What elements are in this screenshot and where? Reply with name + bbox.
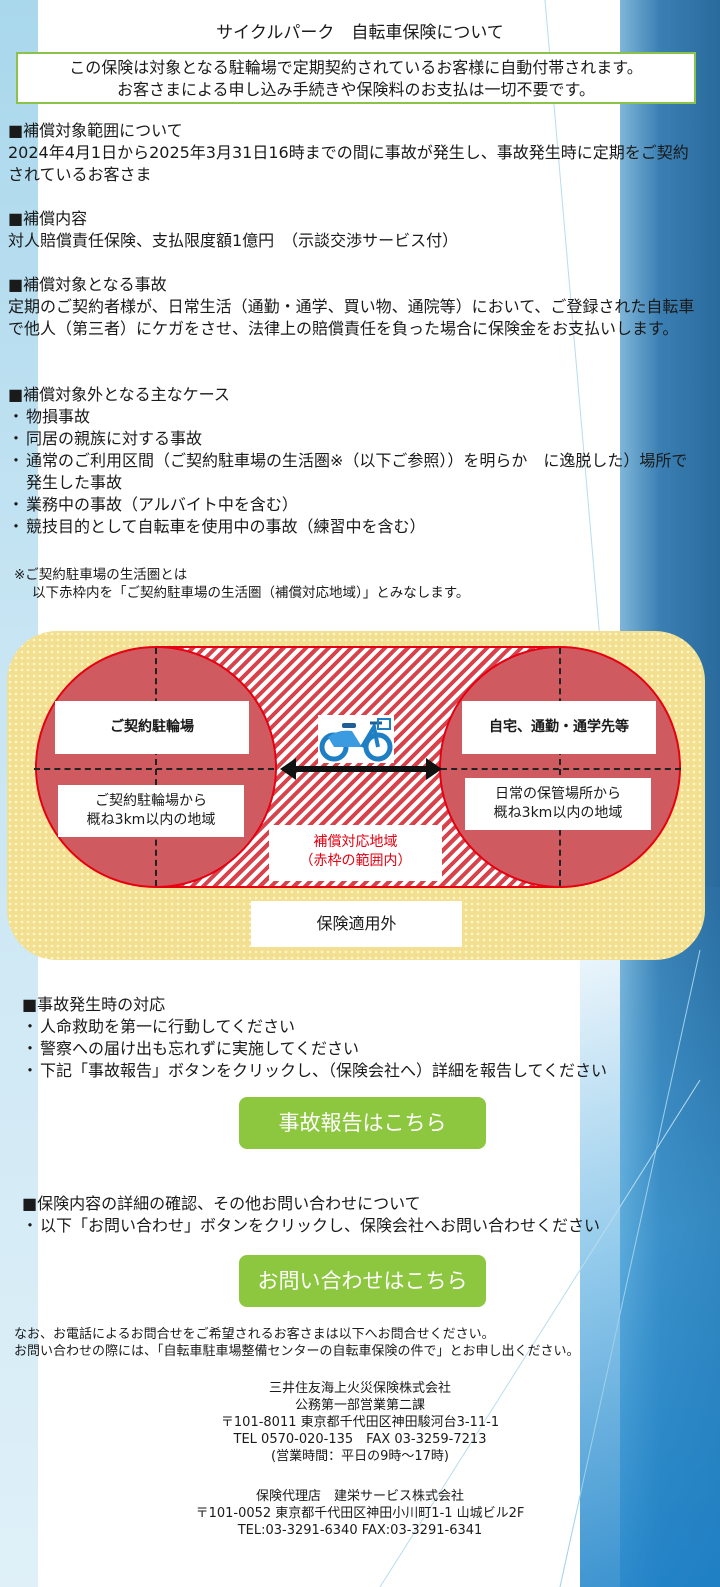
right-decor-gradient (580, 887, 720, 1587)
coverage-content-body: 対人賠償責任保険、支払限度額1億円 （示談交渉サービス付） (8, 231, 459, 250)
outside-coverage-label: 保険適用外 (251, 901, 462, 947)
covered-accidents-body: 定期のご契約者様が、日常生活（通勤・通学、買い物、通院等）において、ご登録された… (8, 297, 695, 338)
covered-accidents-heading: ■補償対象となる事故 (8, 275, 167, 294)
accident-response-section: ■事故発生時の対応 人命救助を第一に行動してください 警察への届け出も忘れずに実… (22, 994, 712, 1082)
list-item: 下記「事故報告」ボタンをクリックし、（保険会社へ）詳細を報告してください (22, 1060, 712, 1082)
exclusions-heading: ■補償対象外となる主なケース (8, 385, 230, 404)
agency-phone: TEL:03-3291-6340 FAX:03-3291-6341 (237, 1523, 483, 1538)
coverage-content-section: ■補償内容 対人賠償責任保険、支払限度額1億円 （示談交渉サービス付） (8, 208, 698, 252)
footnote-line-2: 以下赤枠内を「ご契約駐車場の生活圏（補償対応地域）」とみなします。 (32, 585, 470, 601)
agency-contact: 保険代理店 建栄サービス株式会社 〒101-0052 東京都千代田区神田小川町1… (0, 1488, 720, 1539)
insurer-dept: 公務第一部営業第二課 (294, 1398, 425, 1413)
accident-report-button[interactable]: 事故報告はこちら (239, 1097, 486, 1149)
coverage-target-section: ■補償対象範囲について 2024年4月1日から2025年3月31日16時までの間… (8, 120, 698, 186)
list-item: 業務中の事故（アルバイト中を含む） (8, 494, 702, 516)
agency-address: 〒101-0052 東京都千代田区神田小川町1-1 山城ビル2F (195, 1506, 525, 1521)
footnote-line-1: ※ご契約駐車場の生活圏とは (14, 567, 188, 583)
phone-note: なお、お電話によるお問合せをご希望されるお客さまは以下へお問合せください。 お問… (14, 1326, 580, 1360)
exclusions-list: 物損事故 同居の親族に対する事故 通常のご利用区間（ご契約駐車場の生活圏※（以下… (8, 406, 702, 538)
insurer-hours: (営業時間：平日の9時～17時) (271, 1449, 449, 1464)
coverage-target-heading: ■補償対象範囲について (8, 121, 183, 140)
accident-response-heading: ■事故発生時の対応 (22, 995, 166, 1014)
radius-line (34, 768, 274, 770)
home-zone-desc-1: 日常の保管場所から (495, 786, 621, 802)
list-item: 警察への届け出も忘れずに実施してください (22, 1038, 712, 1060)
coverage-target-body: 2024年4月1日から2025年3月31日16時までの間に事故が発生し、事故発生… (8, 143, 689, 184)
notice-line-1: この保険は対象となる駐輪場で定期契約されているお客様に自動付帯されます。 (69, 58, 643, 77)
notice-line-2: お客さまによる申し込み手続きや保険料のお支払は一切不要です。 (117, 80, 595, 99)
parking-zone-label: ご契約駐輪場 (55, 701, 249, 754)
radius-line (441, 768, 681, 770)
coverage-area-label: 補償対応地域 （赤枠の範囲内） (269, 825, 442, 881)
inquiry-button[interactable]: お問い合わせはこちら (239, 1255, 486, 1307)
home-zone-desc-2: 概ね3km以内の地域 (493, 805, 623, 821)
list-item: 物損事故 (8, 406, 702, 428)
inquiry-section: ■保険内容の詳細の確認、その他お問い合わせについて 以下「お問い合わせ」ボタンを… (22, 1193, 712, 1237)
insurer-address: 〒101-8011 東京都千代田区神田駿河台3-11-1 (220, 1415, 500, 1430)
phone-note-line-2: お問い合わせの際には、「自転車駐車場整備センターの自転車保険の件で」とお申し出く… (14, 1344, 580, 1359)
notice-box: この保険は対象となる駐輪場で定期契約されているお客様に自動付帯されます。 お客さ… (16, 52, 696, 104)
radius-line (155, 648, 157, 886)
coverage-area-label-1: 補償対応地域 (313, 834, 398, 850)
page-title: サイクルパーク 自転車保険について (216, 23, 504, 43)
phone-note-line-1: なお、お電話によるお問合せをご希望されるお客さまは以下へお問合せください。 (14, 1327, 495, 1342)
list-item: 同居の親族に対する事故 (8, 428, 702, 450)
accident-response-list: 人命救助を第一に行動してください 警察への届け出も忘れずに実施してください 下記… (22, 1016, 712, 1082)
home-zone-desc: 日常の保管場所から 概ね3km以内の地域 (465, 778, 651, 830)
exclusions-section: ■補償対象外となる主なケース 物損事故 同居の親族に対する事故 通常のご利用区間… (8, 384, 702, 538)
inquiry-list: 以下「お問い合わせ」ボタンをクリックし、保険会社へお問い合わせください (22, 1215, 712, 1237)
coverage-content-heading: ■補償内容 (8, 209, 88, 228)
parking-zone-desc: ご契約駐輪場から 概ね3km以内の地域 (58, 785, 244, 837)
insurer-contact: 三井住友海上火災保険株式会社 公務第一部営業第二課 〒101-8011 東京都千… (0, 1380, 720, 1465)
inquiry-heading: ■保険内容の詳細の確認、その他お問い合わせについて (22, 1194, 421, 1213)
insurer-name: 三井住友海上火災保険株式会社 (268, 1381, 451, 1396)
radius-line (559, 648, 561, 886)
bicycle-icon (318, 715, 394, 763)
home-zone-label: 自宅、通勤・通学先等 (462, 701, 656, 754)
list-item: 通常のご利用区間（ご契約駐車場の生活圏※（以下ご参照））を明らか に逸脱した）場… (8, 450, 702, 494)
parking-zone-desc-1: ご契約駐輪場から (95, 793, 207, 809)
footnote: ※ご契約駐車場の生活圏とは 以下赤枠内を「ご契約駐車場の生活圏（補償対応地域）」… (14, 566, 469, 602)
parking-zone-desc-2: 概ね3km以内の地域 (86, 812, 216, 828)
list-item: 競技目的として自転車を使用中の事故（練習中を含む） (8, 516, 702, 538)
insurer-phone: TEL 0570-020-135 FAX 03-3259-7213 (233, 1432, 487, 1447)
covered-accidents-section: ■補償対象となる事故 定期のご契約者様が、日常生活（通勤・通学、買い物、通院等）… (8, 274, 698, 340)
agency-name: 保険代理店 建栄サービス株式会社 (255, 1489, 464, 1504)
list-item: 人命救助を第一に行動してください (22, 1016, 712, 1038)
list-item: 以下「お問い合わせ」ボタンをクリックし、保険会社へお問い合わせください (22, 1215, 712, 1237)
coverage-area-label-2: （赤枠の範囲内） (299, 853, 412, 869)
